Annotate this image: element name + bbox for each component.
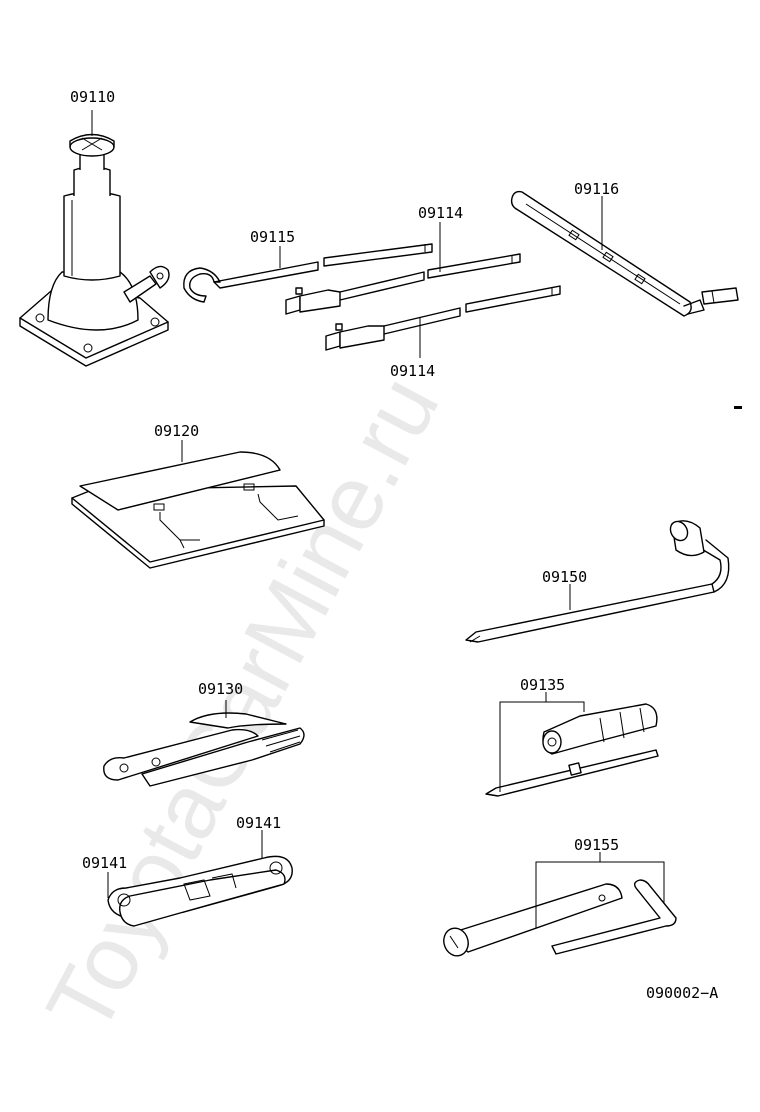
label-09110: 09110 [70, 88, 115, 106]
tool-bag-drawing [71, 451, 325, 569]
label-09150: 09150 [542, 568, 587, 586]
wheel-wrench-drawing [465, 520, 730, 643]
label-09141-left: 09141 [82, 854, 127, 872]
jack-handle-drawing [510, 190, 739, 317]
label-09155: 09155 [574, 836, 619, 854]
leader-screwdriver [499, 701, 585, 792]
stray-mark [734, 406, 742, 409]
pliers-drawing [103, 712, 305, 787]
label-09141-right: 09141 [236, 814, 281, 832]
label-09135: 09135 [520, 676, 565, 694]
extension-top-drawing [285, 253, 521, 315]
screwdriver-drawing [485, 703, 659, 797]
label-09120: 09120 [154, 422, 199, 440]
jack-drawing [19, 133, 170, 367]
wrenches-drawing [107, 855, 293, 927]
label-09116: 09116 [574, 180, 619, 198]
diagram-reference: 090002−A [646, 984, 718, 1002]
handle-hook-drawing [183, 243, 433, 303]
label-09114-top: 09114 [418, 204, 463, 222]
extension-bottom-drawing [325, 285, 561, 351]
label-09130: 09130 [198, 680, 243, 698]
plug-wrench-drawing [443, 879, 677, 957]
label-09115: 09115 [250, 228, 295, 246]
label-09114-bottom: 09114 [390, 362, 435, 380]
